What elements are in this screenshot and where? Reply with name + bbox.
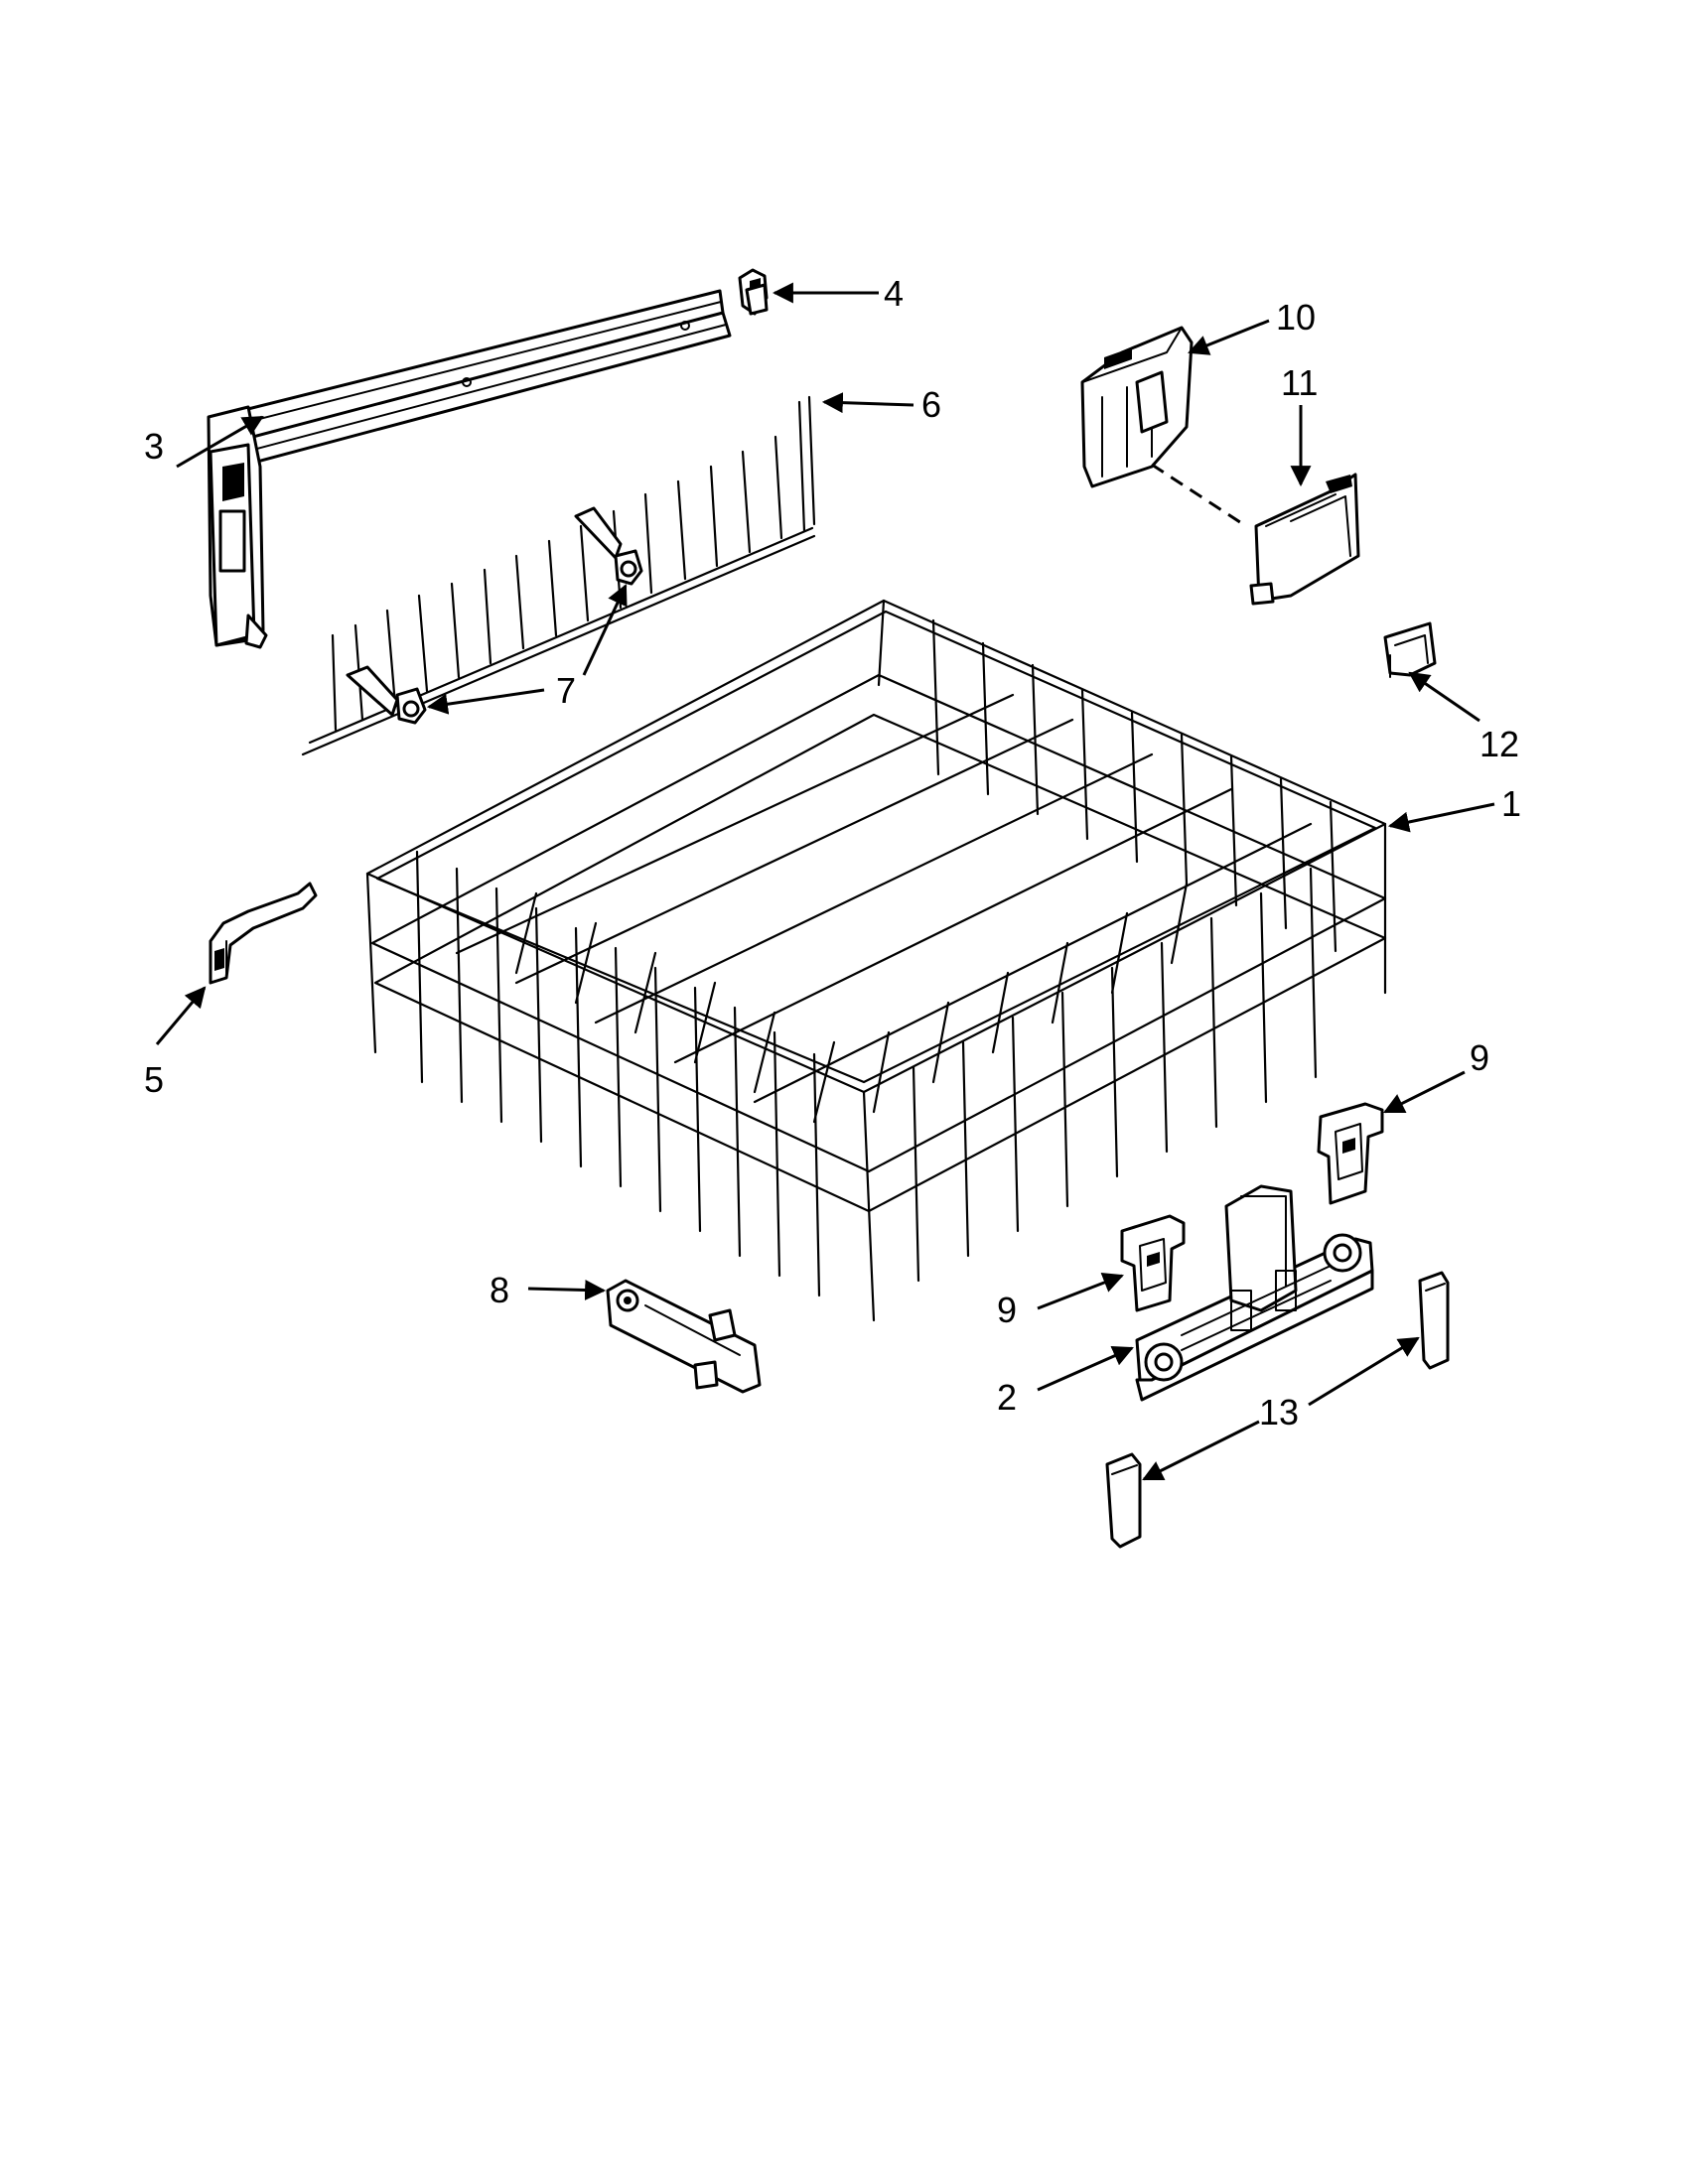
leader-7a [582, 584, 628, 676]
leader-3 [176, 415, 264, 469]
callout-8: 8 [490, 1270, 509, 1310]
lever-part [209, 882, 318, 985]
leader-13b [1142, 1420, 1260, 1481]
leader-9b [1037, 1273, 1124, 1310]
bracket-part [1080, 326, 1194, 488]
callout-5: 5 [144, 1059, 164, 1100]
callout-13: 13 [1259, 1392, 1299, 1433]
leader-12 [1408, 671, 1480, 723]
clip-part-lower [1120, 1214, 1186, 1312]
callout-11: 11 [1281, 362, 1318, 403]
leader-10 [1188, 319, 1270, 355]
small-clip-part [1383, 621, 1437, 678]
callout-2: 2 [997, 1377, 1017, 1418]
leader-13a [1308, 1336, 1420, 1407]
rail-part [207, 289, 732, 649]
callout-labels: 3 4 6 7 10 11 12 1 5 9 8 9 2 13 [144, 273, 1521, 1433]
leader-9a [1383, 1070, 1466, 1114]
roller-assembly-part [1135, 1184, 1374, 1402]
leader-lines [155, 282, 1495, 1481]
leader-1 [1387, 802, 1495, 833]
callout-9-lower: 9 [997, 1290, 1017, 1330]
callout-7: 7 [556, 670, 576, 711]
callout-6: 6 [921, 384, 941, 425]
rack-part [365, 599, 1387, 1322]
leader-2 [1037, 1346, 1134, 1392]
callout-12: 12 [1479, 724, 1519, 764]
callout-1: 1 [1501, 783, 1521, 824]
clip-part [738, 268, 769, 316]
leader-8 [527, 1280, 607, 1300]
side-piece-lower [1105, 1452, 1142, 1549]
cover-part [1249, 473, 1360, 606]
hook-part [395, 549, 643, 725]
clip-part-upper [1317, 1102, 1384, 1205]
dashed-assembly-line [1151, 463, 1247, 528]
side-piece-upper [1418, 1271, 1450, 1370]
leader-6 [821, 392, 914, 414]
leader-5 [155, 986, 207, 1045]
callout-9-upper: 9 [1470, 1037, 1489, 1078]
callout-3: 3 [144, 426, 164, 467]
callout-10: 10 [1276, 297, 1316, 338]
leader-7b [426, 688, 545, 715]
callout-4: 4 [884, 273, 904, 314]
roller-bracket-part [606, 1279, 762, 1394]
